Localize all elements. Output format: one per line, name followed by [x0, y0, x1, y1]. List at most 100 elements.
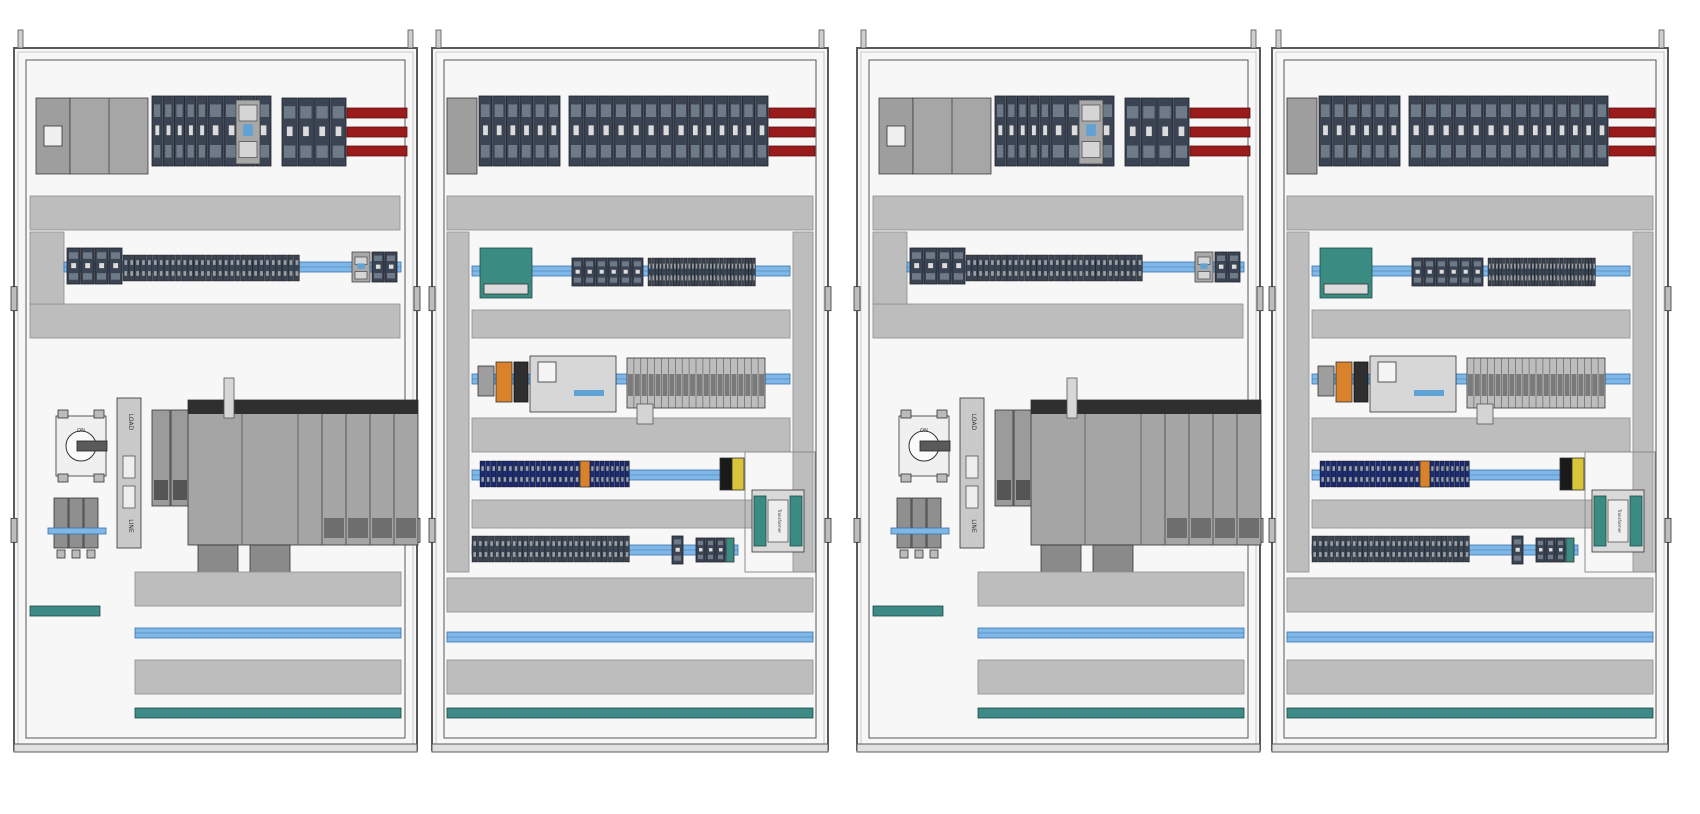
breaker-row-mid — [628, 95, 689, 167]
terminal-screw — [1593, 263, 1595, 269]
transformer-plate — [767, 499, 789, 543]
breaker-top-terminal — [508, 104, 517, 117]
io-module-connector — [648, 374, 654, 396]
cable-duct — [1311, 417, 1631, 453]
io-module-connector — [717, 374, 723, 396]
ground-rail — [134, 707, 402, 719]
breaker-bottom-terminal — [601, 145, 611, 158]
terminal-screw — [1002, 260, 1006, 265]
terminal-screw — [183, 271, 187, 276]
terminal-block — [1119, 254, 1125, 282]
terminal-screw — [1365, 466, 1369, 471]
breaker-top-terminal — [1516, 104, 1526, 117]
breaker-bottom-terminal — [1334, 145, 1344, 158]
breaker-top-terminal — [1414, 261, 1421, 267]
terminal-screw — [720, 263, 723, 269]
terminal-block — [977, 254, 984, 282]
terminal-screw — [541, 541, 544, 546]
door-hinge — [853, 517, 861, 543]
breaker-top-terminal — [1217, 255, 1225, 261]
terminal-block — [1494, 257, 1499, 287]
terminal-block — [1441, 535, 1448, 563]
io-module-connector — [628, 374, 633, 396]
terminal-screw — [524, 552, 527, 557]
terminal-screw — [1550, 263, 1552, 269]
breaker-bottom-terminal — [284, 145, 296, 158]
cable-duct-body — [1286, 195, 1654, 231]
terminal-screw — [1399, 477, 1402, 482]
terminal-block — [741, 257, 745, 287]
power-supply-terminals — [1323, 283, 1369, 295]
terminal-screw — [1376, 466, 1380, 471]
terminal-screw — [518, 552, 522, 557]
rotary-switch-on-label: ON — [77, 428, 85, 434]
io-module-connector — [731, 374, 737, 396]
contactor-top — [1081, 104, 1101, 122]
terminal-screw — [486, 477, 490, 482]
fuse-terminal — [914, 549, 924, 559]
breaker-bottom-terminal — [616, 145, 626, 158]
breaker-toggle — [699, 548, 703, 552]
cabinet-2: Transformer — [428, 29, 832, 753]
terminal-block — [1439, 460, 1445, 488]
breaker-toggle — [335, 126, 342, 137]
breaker-toggle — [1020, 125, 1025, 136]
breaker-bottom-terminal — [332, 145, 344, 158]
breaker-bottom-terminal — [1426, 277, 1433, 283]
terminal-screw — [1114, 260, 1118, 265]
terminal-screw — [1514, 275, 1516, 281]
terminal-strip-grey — [965, 254, 1143, 282]
terminal-screw — [153, 260, 157, 265]
power-supply — [479, 247, 533, 299]
contactor-indicator — [243, 124, 253, 136]
terminal-screw — [1593, 275, 1595, 281]
terminal-block — [539, 535, 545, 563]
terminal-screw — [1553, 263, 1556, 269]
terminal-block — [1336, 460, 1342, 488]
busbar — [768, 107, 816, 119]
terminal-block — [1351, 535, 1357, 563]
terminal-screw — [1496, 275, 1498, 281]
breaker-bottom-terminal — [374, 273, 382, 279]
frame-post — [435, 29, 442, 49]
breaker-row-top — [478, 95, 561, 167]
fuse-rail — [890, 527, 950, 535]
breaker-top-terminal — [1571, 104, 1580, 117]
terminal-block — [1319, 460, 1326, 488]
terminal-screw — [670, 263, 673, 269]
terminal-screw — [608, 552, 612, 557]
terminal-screw — [277, 260, 281, 265]
breaker-top-terminal — [97, 252, 106, 259]
contactor-indicator — [357, 263, 365, 269]
rotary-switch-clamp — [57, 473, 69, 483]
small-breaker-row — [1535, 537, 1566, 563]
terminal-block — [1491, 257, 1495, 287]
terminal-screw — [1524, 263, 1527, 269]
io-module-connector — [745, 374, 751, 396]
terminal-block — [1358, 460, 1365, 488]
transformer-coil — [1629, 495, 1643, 547]
breaker-top-terminal — [387, 255, 395, 261]
terminal-block — [524, 460, 530, 488]
breaker-bottom-terminal — [300, 145, 312, 158]
breaker-top-terminal — [1462, 261, 1469, 267]
breaker-top-terminal — [284, 106, 296, 119]
terminal-screw — [201, 260, 204, 265]
terminal-screw — [1326, 477, 1330, 482]
breaker-bottom-terminal — [535, 145, 545, 158]
rotary-switch-clamp — [93, 409, 105, 419]
terminal-screw — [159, 260, 163, 265]
breaker-top-terminal — [698, 540, 703, 546]
terminal-screw — [677, 275, 680, 281]
terminal-block — [264, 254, 271, 282]
terminal-screw — [1414, 552, 1418, 557]
breaker-toggle — [1515, 547, 1520, 552]
breaker-bottom-terminal — [1441, 145, 1451, 158]
terminal-screw — [230, 271, 234, 276]
terminal-block — [683, 257, 688, 287]
busbar — [1189, 126, 1251, 138]
terminal-block — [175, 254, 182, 282]
terminal-screw — [1589, 275, 1592, 281]
terminal-screw — [1335, 541, 1339, 546]
drive-fan — [1040, 544, 1082, 574]
